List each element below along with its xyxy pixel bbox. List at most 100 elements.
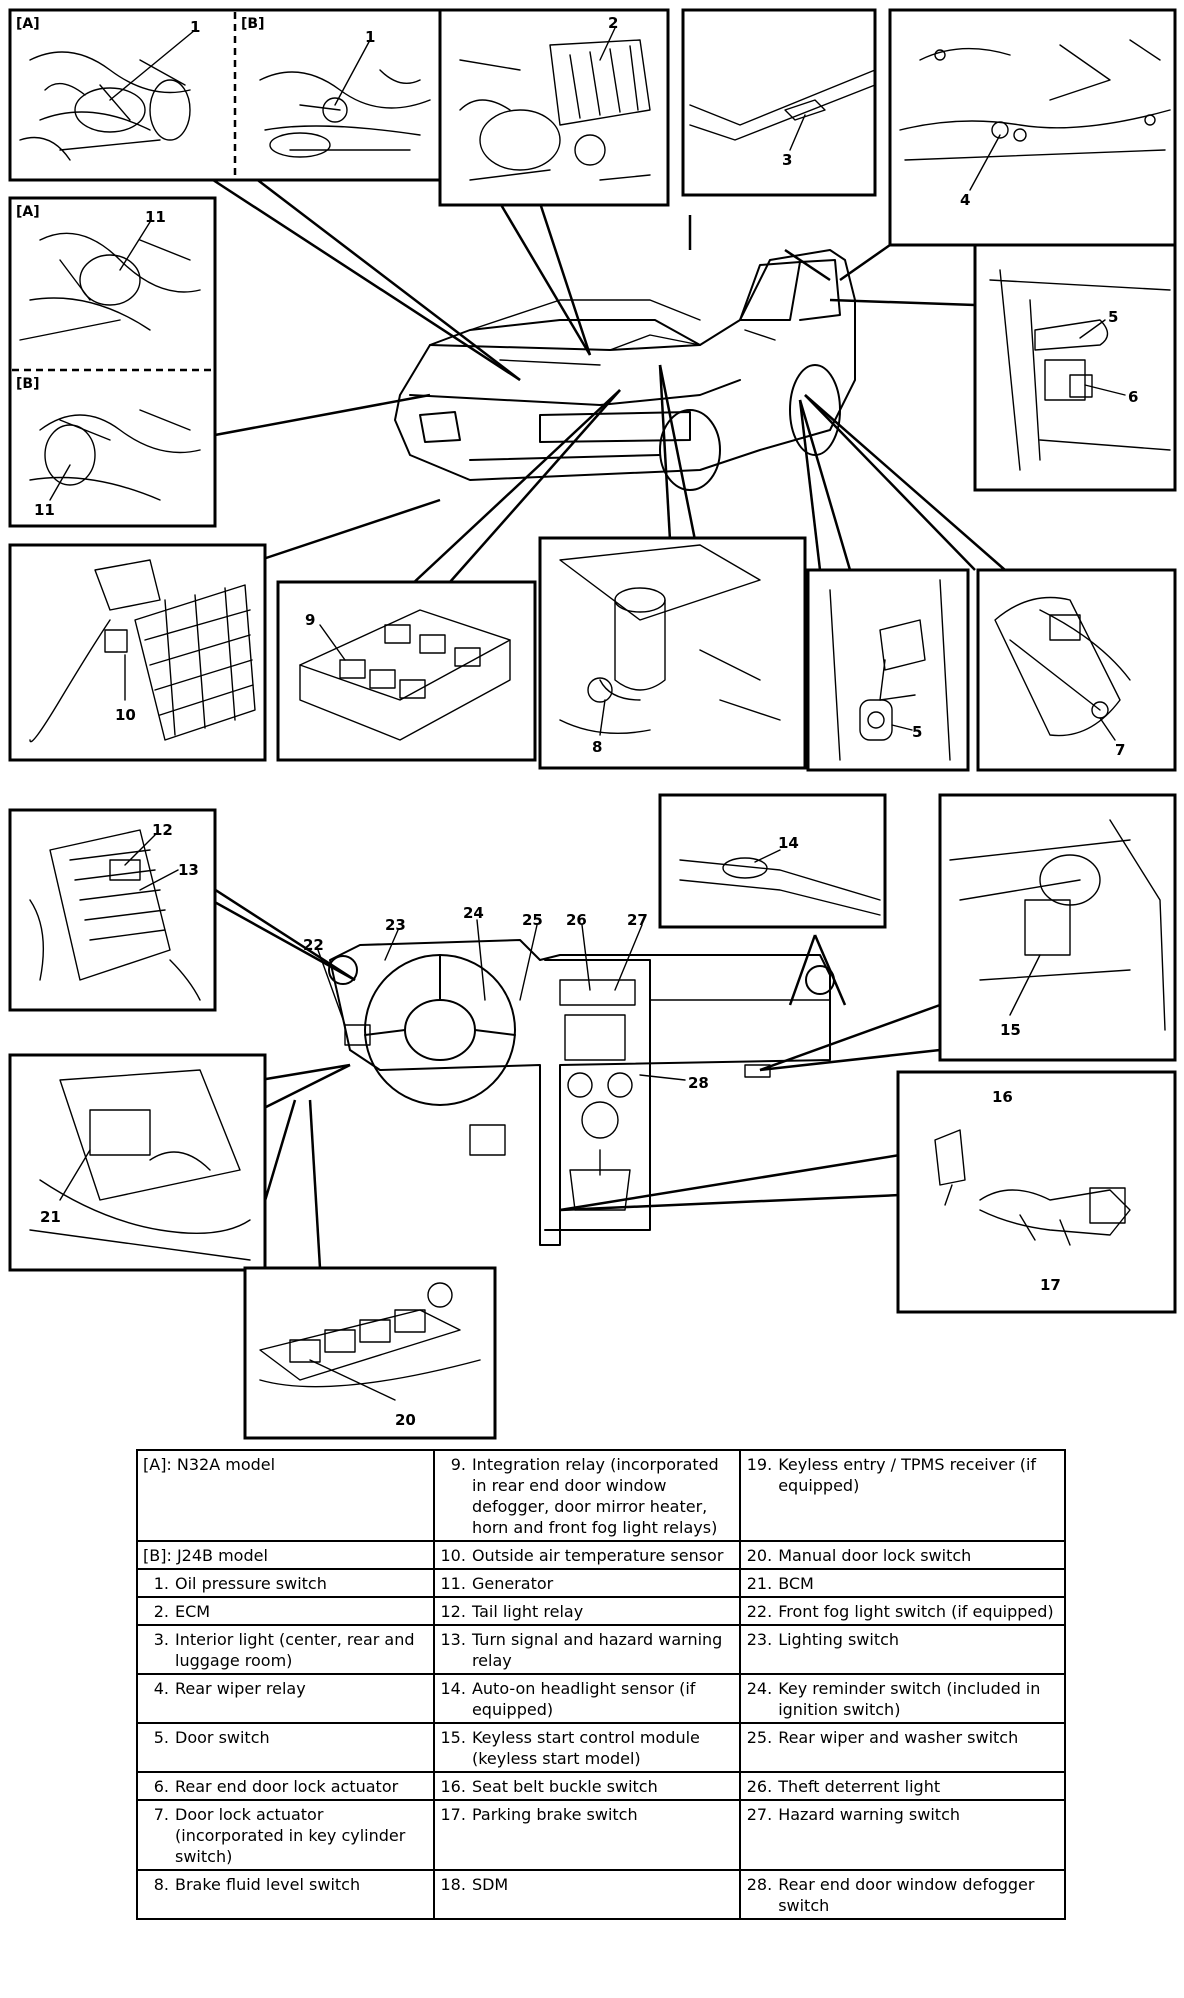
legend-text: Manual door lock switch	[778, 1546, 972, 1565]
legend-cell: 21.BCM	[739, 1568, 1066, 1598]
panel-interior-light: 3	[681, 8, 877, 197]
legend-number: 19.	[746, 1455, 773, 1474]
legend-number: 14.	[440, 1679, 466, 1698]
legend-cell: 8.Brake fluid level switch	[136, 1869, 435, 1920]
panel-integration-relay: 9	[276, 580, 537, 762]
callout-1-b: 1	[365, 28, 375, 46]
callout-25: 25	[522, 911, 543, 929]
callout-11-a: 11	[145, 208, 166, 226]
legend-number: 7.	[153, 1805, 169, 1824]
callout-15: 15	[1000, 1021, 1021, 1039]
tag-b-model: [B]	[241, 16, 264, 32]
legend-text: Auto-on headlight sensor (if equipped)	[471, 1679, 696, 1719]
legend-cell: 13.Turn signal and hazard warning relay	[432, 1624, 742, 1675]
callout-26: 26	[566, 911, 587, 929]
callout-1-a: 1	[190, 18, 200, 36]
legend-cell: 2.ECM	[136, 1596, 435, 1626]
dashboard-callouts: 22 23 24 25 26 27 28	[303, 904, 709, 1092]
legend-number: 10.	[440, 1546, 466, 1565]
callout-21: 21	[40, 1208, 61, 1226]
panel-door-lock-actuator: 7	[976, 568, 1177, 772]
callout-8: 8	[592, 738, 602, 756]
legend-number: 28.	[746, 1875, 773, 1894]
panel-seat-belt-parking-brake: 16 17	[896, 1070, 1177, 1314]
dashboard-interior-sketch	[328, 939, 835, 1246]
legend-number: 24.	[746, 1679, 773, 1698]
callout-24: 24	[463, 904, 484, 922]
callout-3: 3	[782, 151, 792, 169]
legend-cell: 28. Rear end door window defogger switch	[739, 1869, 1066, 1920]
legend-cell: 25. Rear wiper and washer switch	[739, 1722, 1066, 1773]
callout-10: 10	[115, 706, 136, 724]
legend-cell: 26.Theft deterrent light	[739, 1771, 1066, 1801]
legend-text: Rear end door lock actuator	[175, 1777, 399, 1796]
legend-text: Brake fluid level switch	[175, 1875, 361, 1894]
legend-text: Hazard warning switch	[778, 1805, 960, 1824]
panel-outside-air-temp-sensor: 10	[8, 543, 267, 762]
legend-row: 4. Rear wiper relay 14. Auto-on headlight s…	[136, 1673, 1066, 1724]
legend-cell: [B]: J24B model	[136, 1540, 435, 1570]
tag-a-model-generator: [A]	[16, 204, 40, 220]
legend-cell: 17.Parking brake switch	[432, 1799, 742, 1871]
callout-12: 12	[152, 821, 173, 839]
legend-text: Keyless start control module (keyless st…	[471, 1728, 700, 1768]
callout-2: 2	[608, 14, 618, 32]
legend-cell: 20.Manual door lock switch	[739, 1540, 1066, 1570]
panel-manual-door-lock-switch: 20	[243, 1266, 497, 1440]
tag-b-model-generator: [B]	[16, 376, 39, 392]
legend-cell: 18.SDM	[432, 1869, 742, 1920]
panel-rear-end-door: 5 6	[973, 243, 1177, 492]
callout-20: 20	[395, 1411, 416, 1429]
legend-text: [A]: N32A model	[143, 1455, 276, 1474]
legend-text: Oil pressure switch	[175, 1574, 327, 1593]
callout-14: 14	[778, 834, 799, 852]
legend-row: 5.Door switch 15. Keyless start control mo…	[136, 1722, 1066, 1773]
legend-text: Front fog light switch (if equipped)	[778, 1602, 1054, 1621]
legend-cell: 9.Integration relay (incorporated in rea…	[432, 1449, 742, 1542]
legend-number: 9.	[450, 1455, 466, 1474]
callout-4: 4	[960, 191, 970, 209]
legend-number: 27.	[746, 1805, 773, 1824]
legend-text: Parking brake switch	[471, 1805, 638, 1824]
legend-text: Rear wiper relay	[175, 1679, 306, 1698]
legend-cell: 14. Auto-on headlight sensor (if equipped…	[432, 1673, 742, 1724]
legend-text: Rear wiper and washer switch	[778, 1728, 1019, 1747]
legend-number: 4.	[153, 1679, 169, 1698]
callout-22: 22	[303, 936, 324, 954]
legend-number: 25.	[746, 1728, 773, 1747]
callout-7: 7	[1115, 741, 1125, 759]
callout-5-rear: 5	[1108, 308, 1118, 326]
leader-lines	[174, 176, 1006, 1269]
legend-cell: 24. Key reminder switch (included in igni…	[739, 1673, 1066, 1724]
vehicle-exterior-sketch	[394, 249, 856, 491]
panel-door-switch-front: 5	[806, 568, 970, 772]
legend-cell: 27. Hazard warning switch	[739, 1799, 1066, 1871]
legend-text: Door lock actuator (incorporated in key …	[175, 1805, 406, 1866]
panel-brake-fluid-level-switch: 8	[538, 536, 807, 770]
callout-16: 16	[992, 1088, 1013, 1106]
legend-cell: 5.Door switch	[136, 1722, 435, 1773]
legend-text: Key reminder switch (included in ignitio…	[778, 1679, 1041, 1719]
legend-number: 2.	[153, 1602, 169, 1621]
component-location-diagram: [A] [B] 1 1 2 3	[8, 8, 1177, 1440]
legend-number: 26.	[746, 1777, 773, 1796]
legend-text: Door switch	[175, 1728, 270, 1747]
legend-number: 23.	[746, 1630, 773, 1649]
legend-cell: 22.Front fog light switch (if equipped)	[739, 1596, 1066, 1626]
legend-text: Rear end door window defogger switch	[778, 1875, 1035, 1915]
legend-number: 18.	[440, 1875, 466, 1894]
legend-cell: 16.Seat belt buckle switch	[432, 1771, 742, 1801]
legend-number: 15.	[440, 1728, 466, 1747]
callout-27: 27	[627, 911, 648, 929]
legend-text: [B]: J24B model	[143, 1546, 268, 1565]
legend-text: Turn signal and hazard warning relay	[471, 1630, 723, 1670]
legend-cell: 15. Keyless start control module (keyless…	[432, 1722, 742, 1773]
panel-auto-on-headlight-sensor: 14	[658, 793, 887, 929]
legend-row: [B]: J24B model 10.Outside air temperatur…	[136, 1540, 1066, 1570]
legend-cell: 3.Interior light (center, rear and lugga…	[136, 1624, 435, 1675]
legend-cell: 10.Outside air temperature sensor	[432, 1540, 742, 1570]
callout-17: 17	[1040, 1276, 1061, 1294]
tag-a-model: [A]	[16, 16, 40, 32]
